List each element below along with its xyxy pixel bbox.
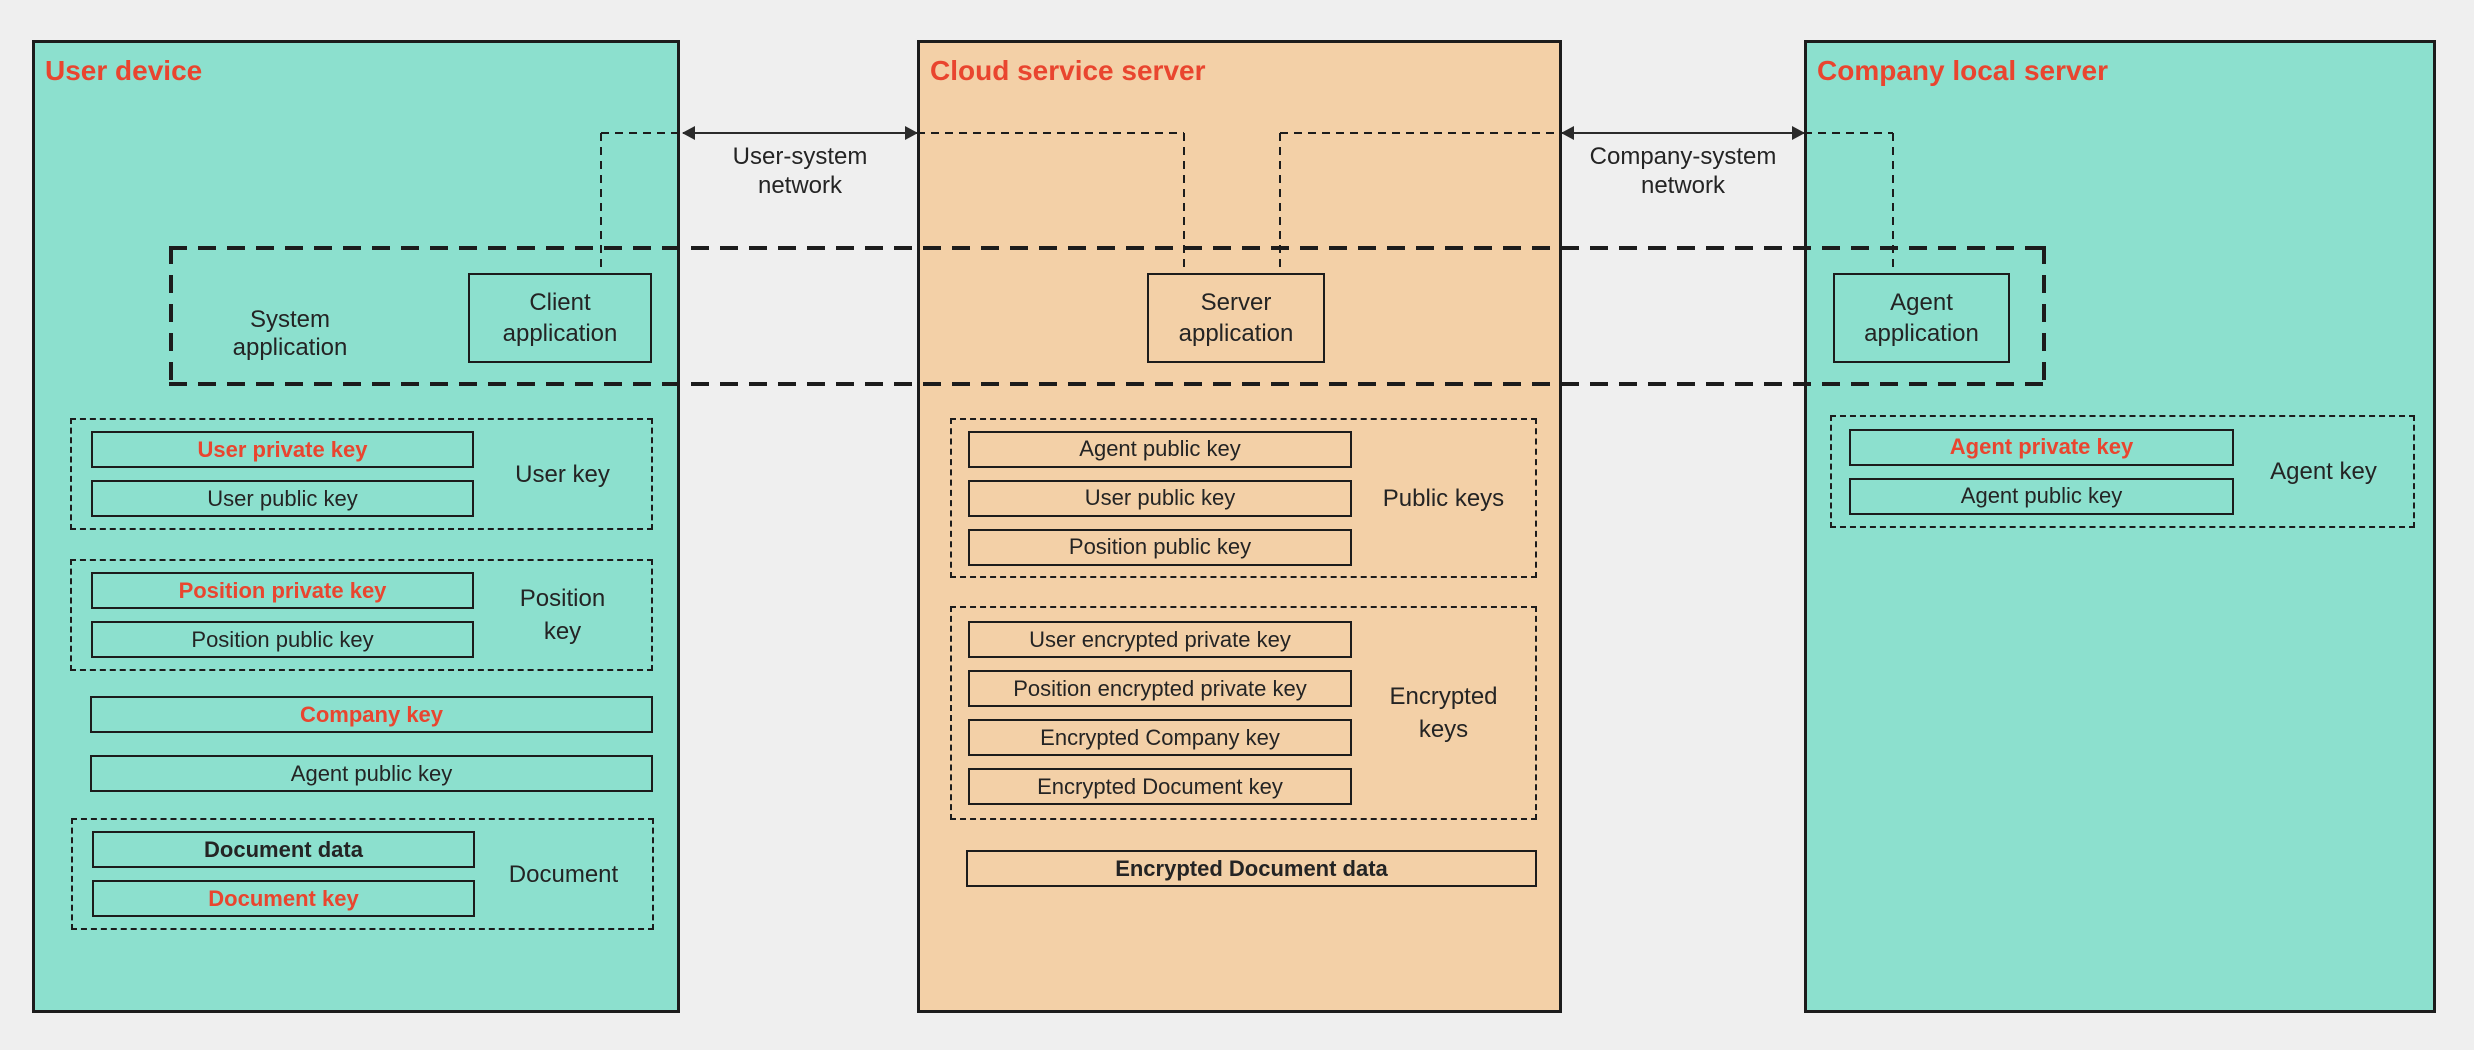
- agent-public-key-box-cloud: Agent public key: [968, 430, 1352, 468]
- system-application-label: System application: [232, 306, 348, 361]
- position-public-key-box-cloud: Position public key: [968, 528, 1352, 566]
- agent-application-box: Agent application: [1833, 273, 2010, 363]
- encrypted-document-data-box: Encrypted Document data: [966, 850, 1537, 887]
- position-key-group: Position private key Position public key…: [70, 559, 653, 671]
- user-system-network-arrow: [682, 126, 918, 140]
- user-encrypted-private-key-box: User encrypted private key: [968, 621, 1352, 658]
- server-application-box: Server application: [1147, 273, 1325, 363]
- client-app-connector-vertical: [600, 133, 602, 273]
- agent-app-connector-horizontal: [1804, 132, 1893, 134]
- document-key-box: Document key: [92, 880, 475, 917]
- encrypted-document-key-box: Encrypted Document key: [968, 768, 1352, 805]
- agent-public-key-box-company: Agent public key: [1849, 477, 2234, 515]
- public-keys-group: Agent public key User public key Positio…: [950, 418, 1537, 578]
- server-app-connector-right-vertical: [1279, 133, 1281, 273]
- panel-company-local-server: Company local server Agent private key A…: [1804, 40, 2436, 1013]
- agent-public-key-box-user-device: Agent public key: [90, 755, 653, 792]
- user-key-group: User private key User public key User ke…: [70, 418, 653, 530]
- system-application-boundary-right: [2042, 246, 2046, 386]
- client-application-box: Client application: [468, 273, 652, 363]
- agent-key-group: Agent private key Agent public key Agent…: [1830, 415, 2415, 528]
- document-data-box: Document data: [92, 831, 475, 868]
- system-application-boundary-left: [169, 246, 173, 386]
- user-private-key-box: User private key: [91, 431, 474, 468]
- company-system-network-arrow: [1561, 126, 1805, 140]
- client-app-connector-horizontal: [601, 132, 683, 134]
- company-system-network-label: Company-system network: [1589, 143, 1777, 199]
- position-public-key-box: Position public key: [91, 621, 474, 658]
- panel-user-device: User device User private key User public…: [32, 40, 680, 1013]
- encrypted-company-key-box: Encrypted Company key: [968, 719, 1352, 756]
- position-encrypted-private-key-box: Position encrypted private key: [968, 670, 1352, 707]
- server-app-connector-left-vertical: [1183, 133, 1185, 273]
- panel-cloud-service-server: Cloud service server Agent public key Us…: [917, 40, 1562, 1013]
- agent-app-connector-vertical: [1892, 133, 1894, 275]
- encrypted-keys-group: User encrypted private key Position encr…: [950, 606, 1537, 820]
- panel-cloud-service-server-title: Cloud service server: [930, 55, 1206, 86]
- position-key-group-label: Position key: [519, 585, 606, 645]
- user-public-key-box: User public key: [91, 480, 474, 517]
- public-keys-group-label: Public keys: [1382, 484, 1505, 512]
- panel-user-device-title: User device: [45, 55, 203, 86]
- system-application-boundary: [169, 246, 2046, 386]
- document-group-label: Document: [508, 860, 619, 888]
- system-application-boundary-bottom: [169, 382, 2046, 386]
- user-public-key-box-cloud: User public key: [968, 479, 1352, 517]
- user-key-group-label: User key: [515, 460, 610, 488]
- server-app-connector-right-horizontal: [1280, 132, 1562, 134]
- position-private-key-box: Position private key: [91, 572, 474, 609]
- agent-private-key-box: Agent private key: [1849, 428, 2234, 466]
- user-system-network-label: User-system network: [732, 143, 868, 199]
- server-app-connector-left-horizontal: [917, 132, 1184, 134]
- document-group: Document data Document key Document: [71, 818, 654, 930]
- company-key-box: Company key: [90, 696, 653, 733]
- agent-key-group-label: Agent key: [2270, 458, 2377, 485]
- panel-company-local-server-title: Company local server: [1817, 55, 2109, 86]
- system-application-boundary-top: [169, 246, 2046, 250]
- encrypted-keys-group-label: Encrypted keys: [1389, 683, 1498, 743]
